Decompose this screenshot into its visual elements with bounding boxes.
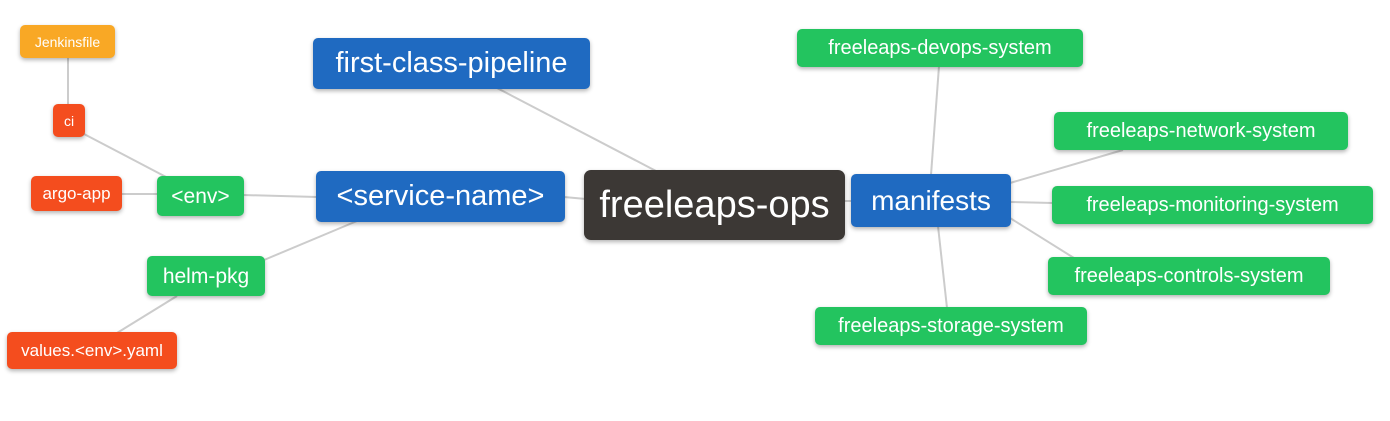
node-values-env-yaml[interactable]: values.<env>.yaml — [7, 332, 177, 369]
node-label: <service-name> — [336, 180, 545, 212]
edge-service-name-to-freeleaps-ops — [563, 196, 587, 200]
edge-values-env-yaml-to-helm-pkg — [116, 295, 178, 334]
node-label: freeleaps-ops — [599, 184, 830, 226]
edge-helm-pkg-to-service-name — [263, 220, 358, 261]
node-freeleaps-devops-system[interactable]: freeleaps-devops-system — [797, 29, 1083, 67]
node-label: freeleaps-devops-system — [828, 37, 1052, 59]
node-label: argo-app — [42, 184, 111, 203]
edge-first-class-pipeline-to-freeleaps-ops — [496, 87, 657, 172]
edge-manifests-to-freeleaps-monitoring-system — [1009, 201, 1054, 204]
edge-manifests-to-freeleaps-devops-system — [930, 65, 940, 176]
node-manifests[interactable]: manifests — [851, 174, 1011, 227]
node-ci[interactable]: ci — [53, 104, 85, 137]
edge-manifests-to-freeleaps-controls-system — [1009, 217, 1075, 259]
node-freeleaps-monitoring-system[interactable]: freeleaps-monitoring-system — [1052, 186, 1373, 224]
node-label: freeleaps-monitoring-system — [1086, 194, 1339, 216]
node-label: helm-pkg — [162, 264, 250, 288]
node-freeleaps-storage-system[interactable]: freeleaps-storage-system — [815, 307, 1087, 345]
node-argo-app[interactable]: argo-app — [31, 176, 122, 211]
edge-ci-to-env — [83, 133, 169, 179]
node-label: values.<env>.yaml — [21, 341, 163, 360]
edge-manifests-to-freeleaps-storage-system — [937, 225, 948, 309]
node-first-class-pipeline[interactable]: first-class-pipeline — [313, 38, 590, 89]
node-service-name[interactable]: <service-name> — [316, 171, 565, 222]
node-label: Jenkinsfile — [34, 33, 101, 50]
node-freeleaps-ops[interactable]: freeleaps-ops — [584, 170, 845, 240]
node-label: freeleaps-network-system — [1086, 120, 1316, 142]
node-env[interactable]: <env> — [157, 176, 244, 216]
edge-env-to-service-name — [242, 194, 318, 198]
node-label: first-class-pipeline — [335, 47, 568, 79]
node-label: <env> — [171, 184, 230, 208]
edge-manifests-to-freeleaps-network-system — [1009, 149, 1124, 184]
node-freeleaps-controls-system[interactable]: freeleaps-controls-system — [1048, 257, 1330, 295]
node-label: freeleaps-controls-system — [1074, 265, 1304, 287]
node-jenkinsfile[interactable]: Jenkinsfile — [20, 25, 115, 58]
node-label: freeleaps-storage-system — [838, 315, 1064, 337]
node-helm-pkg[interactable]: helm-pkg — [147, 256, 265, 296]
node-label: manifests — [871, 184, 991, 216]
node-freeleaps-network-system[interactable]: freeleaps-network-system — [1054, 112, 1348, 150]
node-label: ci — [63, 112, 75, 129]
